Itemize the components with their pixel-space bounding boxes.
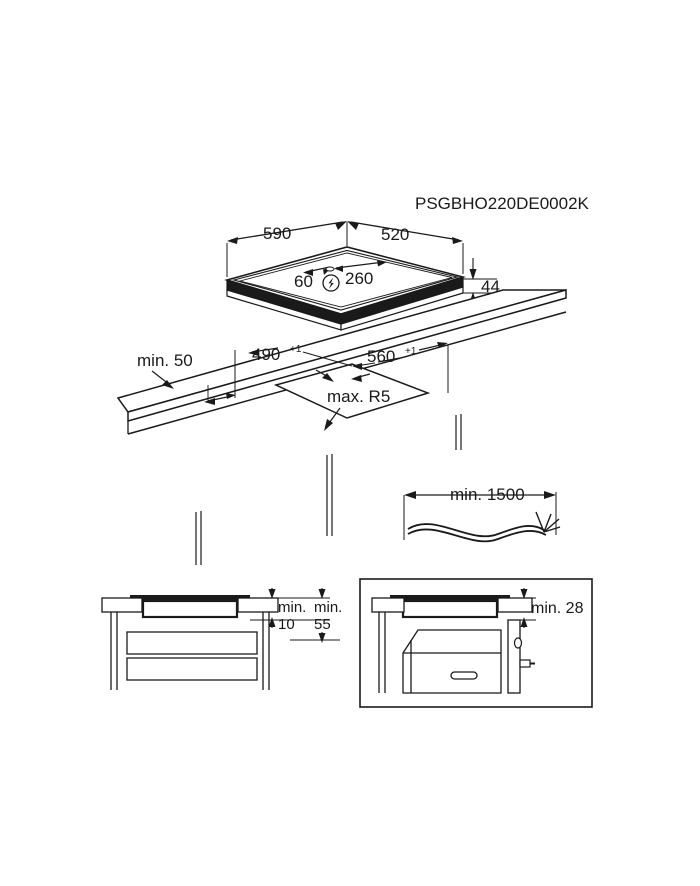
- hob-glass-surface: [238, 252, 453, 308]
- section-right-worktop-right: [497, 597, 533, 613]
- lightning-bolt-icon: [322, 274, 340, 292]
- oven-handle-slot: [450, 671, 478, 680]
- dimension-520: 520: [347, 221, 464, 274]
- section-right-worktop-left: [371, 597, 405, 613]
- dimension-min-55-value: 55: [314, 616, 331, 633]
- dimension-max-r5-label: max. R5: [327, 387, 390, 406]
- dimension-min-55-prefix: min.: [314, 599, 342, 616]
- cable-wire-ends: [535, 511, 561, 533]
- dimension-min-50-label: min. 50: [137, 351, 193, 370]
- cabinet-support-lines: [195, 414, 462, 565]
- section-left-worktop-left: [101, 597, 143, 613]
- dimension-490-label: 490: [252, 345, 280, 364]
- dimension-590: 590: [226, 221, 348, 277]
- dimension-560-tolerance: +1: [405, 346, 417, 357]
- dimension-min-10-value: 10: [278, 616, 295, 633]
- dimension-min-10: min. 10: [250, 588, 330, 633]
- worktop-cutout-view: min. 50 490 +1: [116, 289, 567, 565]
- dimension-44-label: 44: [481, 277, 500, 296]
- dimension-min-55: min. 55: [290, 588, 342, 643]
- dimension-560: 560 +1: [351, 342, 449, 393]
- section-left-hob-glass: [130, 595, 250, 601]
- dimension-260-label: 260: [345, 269, 373, 288]
- section-right-oven-frame-column: [507, 619, 521, 694]
- dimension-520-label: 520: [381, 225, 409, 244]
- worktop-cutout-opening: [273, 363, 431, 419]
- dimension-max-r5: max. R5: [324, 387, 390, 431]
- section-left-drawer-upper: [126, 631, 258, 655]
- oven-knob-icon: [513, 637, 523, 649]
- section-right-view: min. 28: [359, 578, 593, 708]
- section-right-hob-glass: [390, 595, 510, 601]
- dimension-490-tolerance: +1: [290, 344, 302, 355]
- section-left-worktop-right: [237, 597, 279, 613]
- dimension-min-50: min. 50: [137, 351, 236, 405]
- dimension-connection-offsets: 60 260: [294, 260, 387, 292]
- section-left-hob-body: [141, 599, 239, 619]
- section-right-oven-body: [402, 629, 502, 694]
- oven-screw-icon: [519, 659, 531, 668]
- dimension-490: 490 +1: [234, 344, 353, 398]
- dimension-560-label: 560: [367, 347, 395, 366]
- appliance-top-view: 590 520 60 260: [224, 221, 500, 331]
- dimension-min-28-label: min. 28: [531, 600, 584, 617]
- cable-line-upper: [407, 523, 545, 538]
- dimension-min-10-prefix: min.: [278, 599, 306, 616]
- section-left-drawer-lower: [126, 657, 258, 681]
- drawing-title: PSGBHO220DE0002K: [415, 194, 590, 213]
- dimension-60-label: 60: [294, 272, 313, 291]
- cable-view: min. 1500: [403, 485, 561, 543]
- section-left-view: min. 10 min. 55: [101, 588, 342, 690]
- section-right-hob-body: [401, 599, 499, 619]
- dimension-min-1500-label: min. 1500: [450, 485, 525, 504]
- cable-line-lower: [407, 528, 547, 543]
- dimension-min-28: min. 28: [510, 588, 584, 628]
- dimension-590-label: 590: [263, 224, 291, 243]
- worktop-front-edge: [127, 289, 567, 422]
